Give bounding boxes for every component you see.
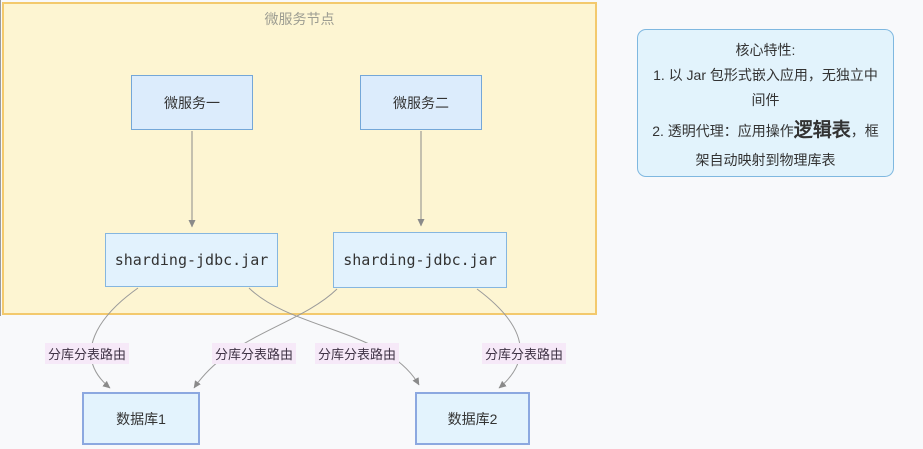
edge-label-route-2: 分库分表路由 bbox=[212, 343, 297, 364]
group-title: 微服务节点 bbox=[264, 11, 335, 27]
node-database-2: 数据库2 bbox=[415, 392, 530, 445]
edge-label-route-3: 分库分表路由 bbox=[315, 343, 400, 364]
edge-label-route-4: 分库分表路由 bbox=[482, 343, 567, 364]
note-item-2-emphasis: 逻辑表 bbox=[793, 119, 851, 141]
note-item-1: 1. 以 Jar 包形式嵌入应用，无独立中间件 bbox=[653, 67, 878, 109]
edge-label-route-1: 分库分表路由 bbox=[45, 343, 130, 364]
node-sharding-jdbc-1: sharding-jdbc.jar bbox=[105, 233, 278, 287]
node-database-1: 数据库1 bbox=[82, 392, 200, 445]
note-item-2-before: 2. 透明代理：应用操作 bbox=[652, 122, 794, 139]
node-microservice-1: 微服务一 bbox=[131, 75, 253, 130]
note-box: 核心特性: 1. 以 Jar 包形式嵌入应用，无独立中间件 2. 透明代理：应用… bbox=[637, 29, 894, 177]
note-item-2-after: ，框架自动映射到物理库表 bbox=[695, 122, 879, 168]
arrow-jar1-to-db1 bbox=[90, 287, 139, 389]
node-microservice-2: 微服务二 bbox=[360, 75, 482, 130]
node-sharding-jdbc-2: sharding-jdbc.jar bbox=[333, 232, 507, 288]
page-edge-line bbox=[0, 0, 1, 316]
arrow-jar1-to-db2 bbox=[248, 287, 420, 386]
note-item-2: 2. 透明代理：应用操作逻辑表，框架自动映射到物理库表 bbox=[648, 114, 883, 173]
arrow-jar2-to-db1 bbox=[193, 288, 338, 389]
note-title: 核心特性: bbox=[735, 42, 796, 58]
arrow-jar2-to-db2 bbox=[476, 288, 521, 389]
